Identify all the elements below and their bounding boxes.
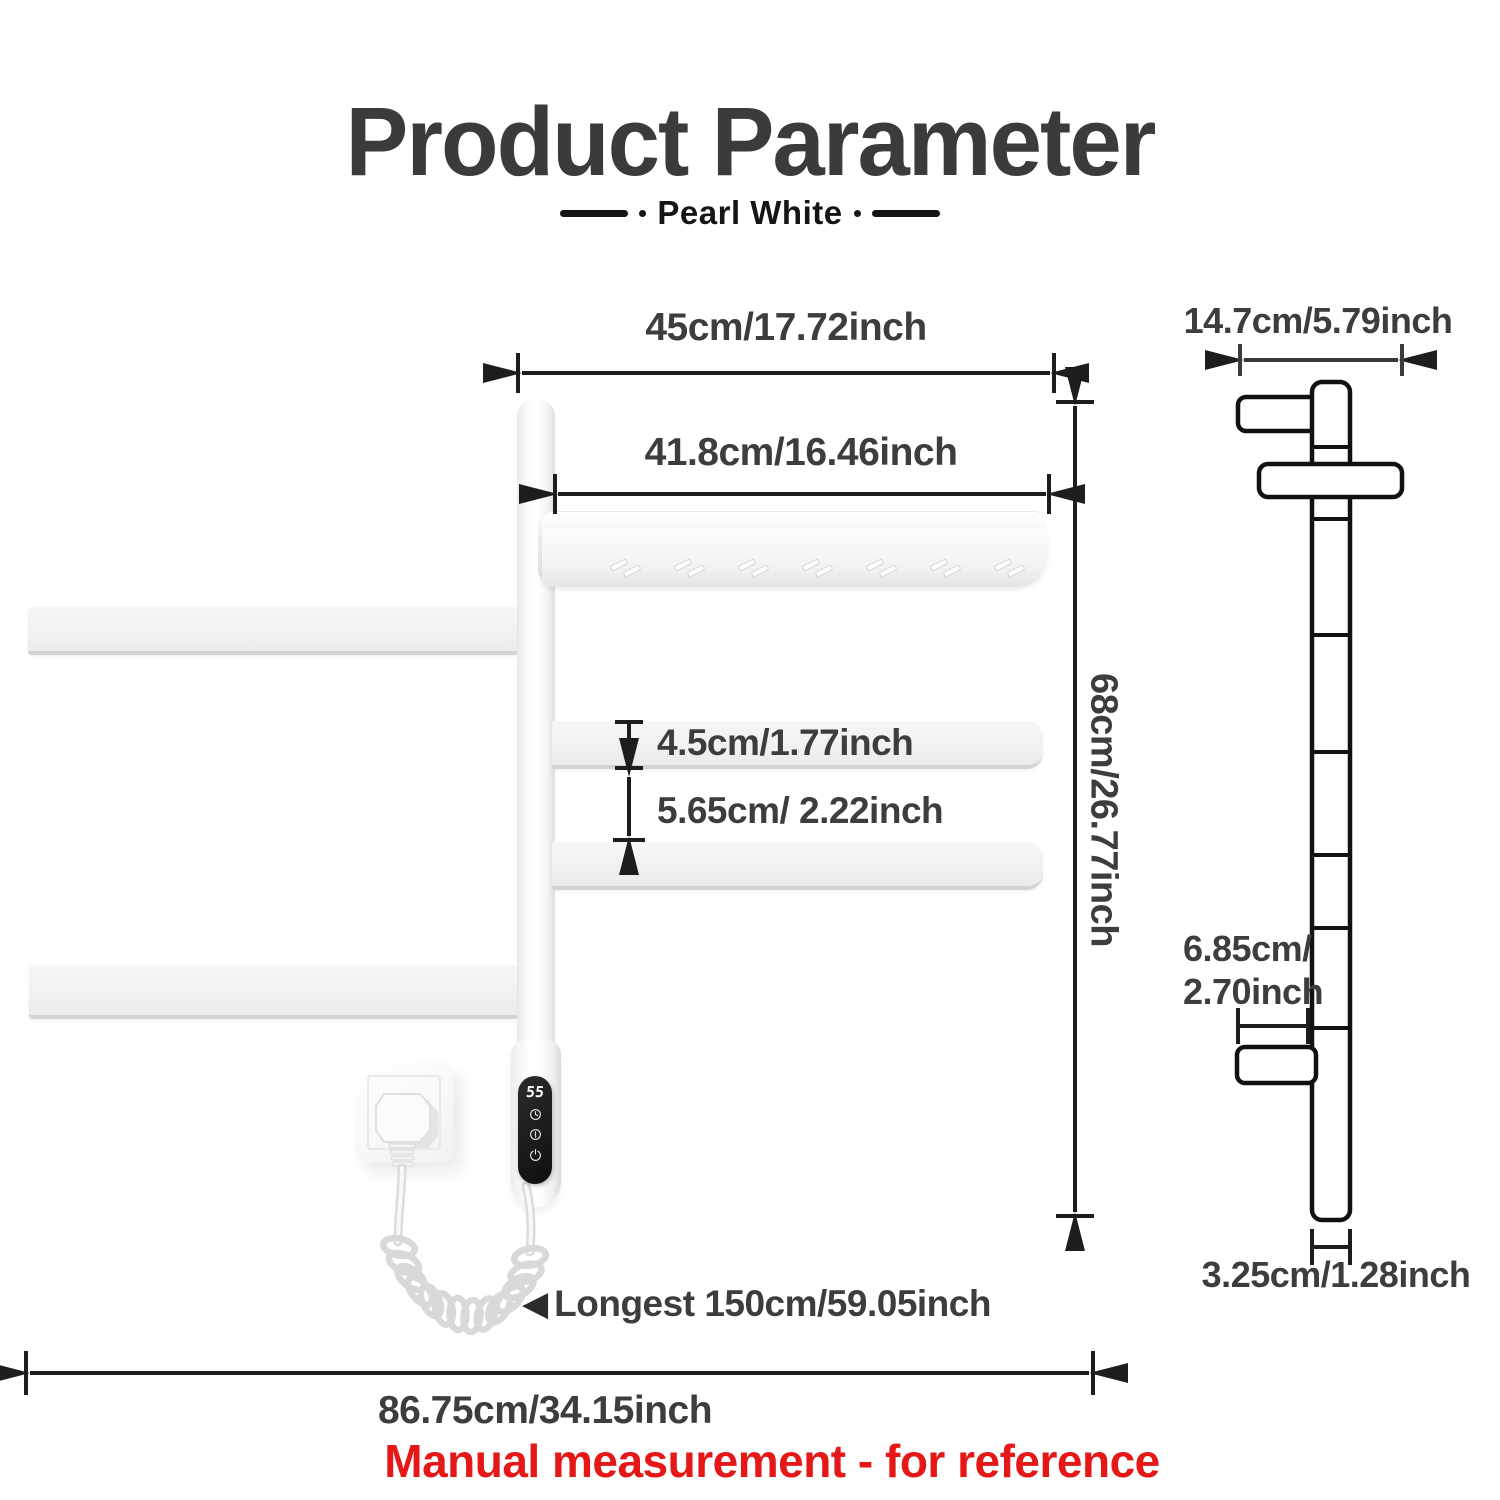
shelf-vent-slot (622, 564, 642, 578)
shelf-vent-slot (686, 564, 706, 578)
dim-label-total-width: 86.75cm/34.15inch (377, 1389, 713, 1432)
footnote-disclaimer: Manual measurement - for reference (384, 1435, 1160, 1487)
side-view-top-arm (1235, 394, 1323, 434)
subtitle-dot-right (853, 209, 861, 217)
color-variant-row: Pearl White (0, 194, 1500, 232)
dim-label-bar-gap: 5.65cm/ 2.22inch (657, 790, 944, 831)
subtitle-dot-left (639, 209, 647, 217)
heater-control-panel: 55 (518, 1076, 552, 1184)
wall-outlet-inner-frame (367, 1075, 441, 1150)
subtitle-dash-left (560, 209, 629, 217)
towel-bar-right-lower (552, 842, 1043, 890)
dim-label-cable-length: ◀ Longest 150cm/59.05inch (522, 1283, 991, 1324)
shelf-vent-slot (750, 564, 770, 578)
temperature-display: 55 (525, 1083, 546, 1101)
shelf-vent-slot (878, 564, 898, 578)
top-shelf-front (542, 529, 1047, 587)
timer-clock-icon (529, 1108, 542, 1121)
side-view-outline (1234, 379, 1405, 1223)
shelf-vent-slot (1006, 564, 1026, 578)
towel-rack-pole (517, 398, 555, 1110)
subtitle-dash-right (871, 209, 940, 217)
cord-from-plug (393, 1163, 407, 1247)
wall-outlet-plate (355, 1063, 453, 1162)
towel-bar-left-upper (28, 607, 517, 655)
dim-label-side-top-width: 14.7cm/5.79inch (1183, 300, 1453, 341)
left-arrow-icon: ◀ (522, 1285, 549, 1323)
side-view-pole (1309, 379, 1353, 1223)
dim-label-top-width: 45cm/17.72inch (645, 306, 927, 349)
dim-label-total-height: 68cm/26.77inch (1082, 673, 1125, 947)
dim-label-bar-thickness: 4.5cm/1.77inch (657, 722, 914, 763)
side-view-lower-arm (1234, 1044, 1319, 1086)
power-icon (529, 1148, 542, 1161)
dim-label-arm-depth: 6.85cm/ 2.70inch (1183, 928, 1324, 1013)
dim-label-shelf-width: 41.8cm/16.46inch (644, 431, 958, 474)
dim-label-pole-depth: 3.25cm/1.28inch (1201, 1254, 1471, 1295)
shelf-vent-slot (942, 564, 962, 578)
heat-mode-icon (529, 1128, 542, 1141)
color-variant-label: Pearl White (657, 194, 843, 231)
side-view-cross-arm (1256, 461, 1405, 500)
towel-bar-left-lower (29, 965, 517, 1019)
shelf-vent-slot (814, 564, 834, 578)
page-title: Product Parameter (345, 87, 1157, 196)
